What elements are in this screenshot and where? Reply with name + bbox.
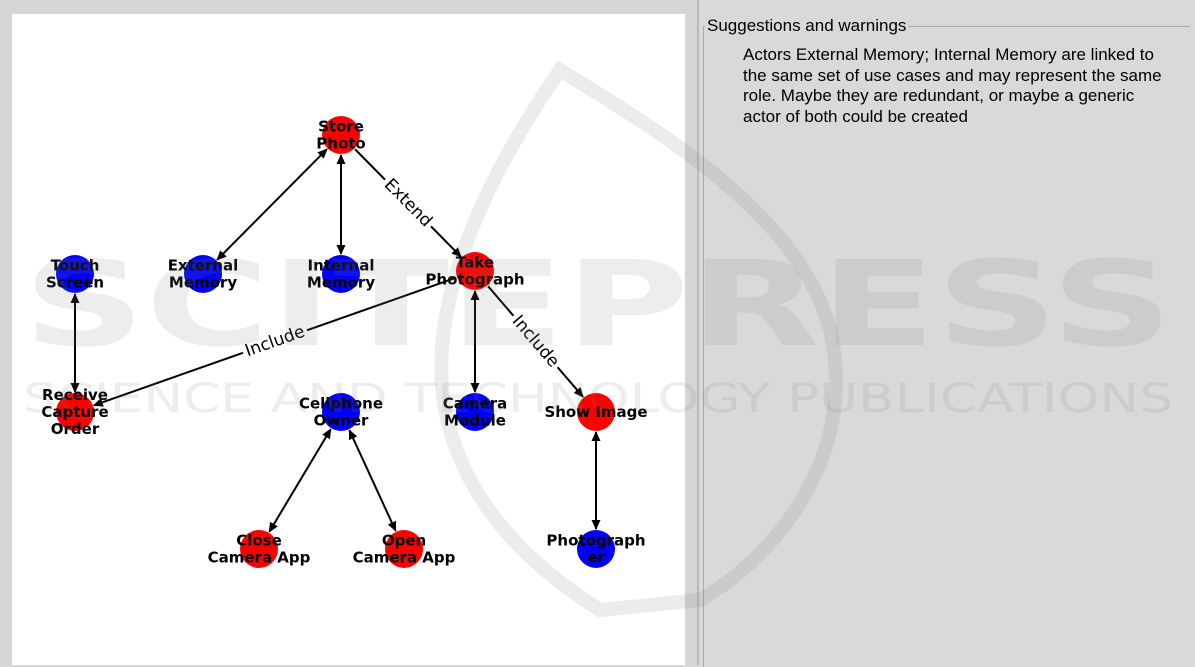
use-case-node-take-photograph[interactable] — [456, 252, 494, 290]
edge-label-include: Include — [508, 311, 563, 371]
node-label-line: Show Image — [544, 403, 647, 421]
node-label-line: Close — [236, 532, 282, 550]
node-label-line: Camera App — [208, 549, 311, 567]
node-label-line: Photograph — [546, 532, 645, 550]
node-label-line: Touch — [51, 257, 100, 275]
actor-node-photographer[interactable] — [577, 530, 615, 568]
node-label-line: Photo — [316, 135, 365, 153]
node-label-line: Camera — [443, 395, 507, 413]
panel-divider[interactable] — [697, 0, 699, 665]
node-label-line: Open — [382, 532, 426, 550]
node-label-line: Capture — [41, 403, 108, 421]
node-label-line: Cellphone — [299, 395, 383, 413]
suggestions-group-box — [703, 26, 1190, 667]
use-case-node-open-camera-app[interactable] — [385, 530, 423, 568]
edge-label-extend: Extend — [380, 175, 436, 231]
node-label-line: External — [168, 257, 239, 275]
node-label-line: Store — [318, 118, 364, 136]
suggestion-message: Actors External Memory; Internal Memory … — [743, 45, 1162, 126]
suggestions-title: Suggestions and warnings — [705, 16, 909, 36]
node-label-line: er — [587, 549, 605, 567]
node-label-line: Camera App — [353, 549, 456, 567]
actor-node-touch-screen[interactable] — [56, 255, 94, 293]
actor-node-external-memory[interactable] — [184, 255, 222, 293]
edge-label-background — [239, 319, 311, 364]
use-case-node-show-image[interactable] — [577, 393, 615, 431]
edge-label-background — [377, 171, 439, 235]
node-label-line: Owner — [314, 412, 369, 430]
nodes-layer — [56, 116, 615, 568]
edge-cellphone_owner-open_camera_app — [348, 429, 397, 532]
use-case-node-close-camera-app[interactable] — [240, 530, 278, 568]
node-label-line: Internal — [308, 257, 375, 275]
node-label-show-image: Show Image — [544, 403, 647, 421]
node-label-line: Take — [456, 254, 494, 272]
node-label-line: Module — [444, 412, 506, 430]
use-case-node-store-photo[interactable] — [322, 116, 360, 154]
actor-node-internal-memory[interactable] — [322, 255, 360, 293]
node-label-line: Memory — [307, 274, 375, 292]
edges-layer — [70, 148, 601, 533]
edge-label-include: Include — [242, 322, 307, 361]
node-label-line: Order — [51, 420, 100, 438]
node-label-line: Screen — [46, 274, 104, 292]
suggestions-panel: Suggestions and warnings Actors External… — [699, 0, 1195, 667]
use-case-node-receive-capture-order[interactable] — [56, 393, 94, 431]
edge-label-background — [505, 308, 566, 375]
node-label-line: Receive — [42, 386, 108, 404]
actor-node-camera-module[interactable] — [456, 393, 494, 431]
edge-cellphone_owner-close_camera_app — [268, 428, 332, 533]
edge-store_photo-external_memory — [216, 148, 328, 261]
node-label-line: Memory — [169, 274, 237, 292]
node-label-line: Photograph — [425, 271, 524, 289]
actor-node-cellphone-owner[interactable] — [322, 393, 360, 431]
